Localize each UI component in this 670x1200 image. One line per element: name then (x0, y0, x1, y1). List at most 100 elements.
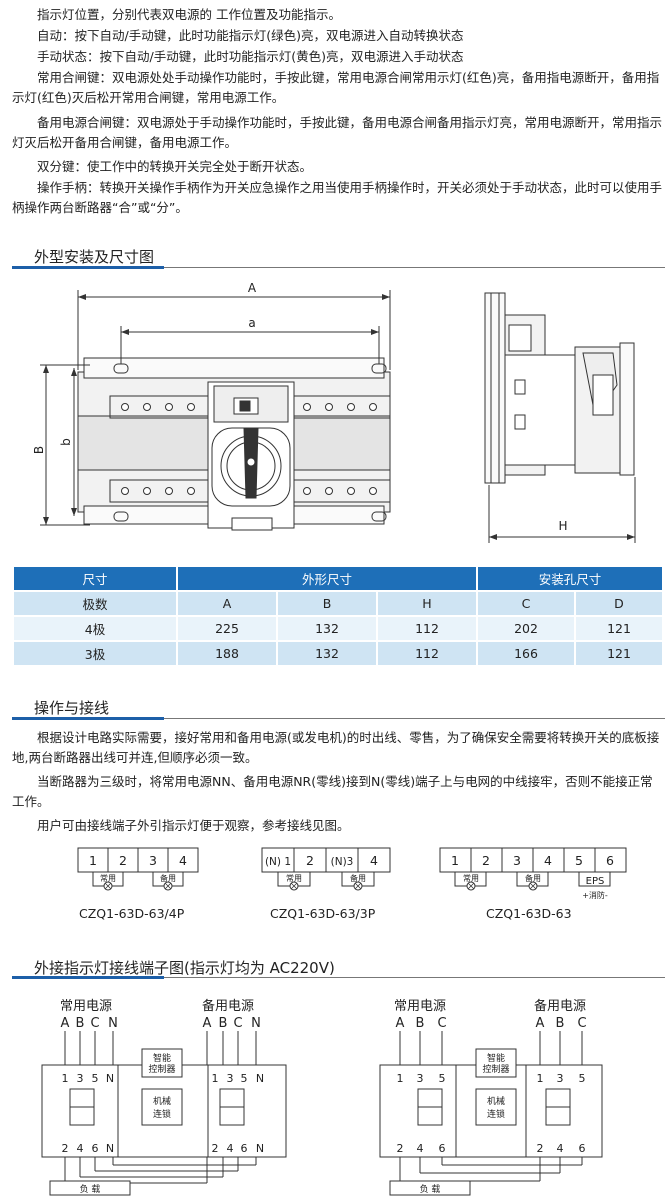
phase-label: C (577, 1016, 586, 1031)
intro-paragraph-6: 双分键：使工作中的转换开关完全处于断开状态。 (12, 159, 313, 174)
terminal-number: 4 (417, 1142, 424, 1155)
terminal-1-cell: 4 (179, 853, 187, 868)
phase-label: B (416, 1016, 425, 1031)
standby-lamp-label: 备用 (160, 873, 176, 883)
phase-label: A (536, 1016, 545, 1031)
intro-paragraph-7: 操作手柄：转换开关操作手柄作为开关应急操作之用当使用手柄操作时，开关必须处于手动… (12, 180, 663, 215)
section-title-operation: 操作与接线 (34, 699, 110, 717)
terminal-number: N (256, 1142, 264, 1155)
terminal-number: 5 (439, 1072, 446, 1085)
intro-paragraph-4: 常用合闸键：双电源处处手动操作功能时，手按此键，常用电源合闸常用示灯(红色)亮，… (12, 70, 660, 105)
table-cell: 225 (177, 615, 278, 641)
section-rule-1 (12, 266, 665, 269)
table-cell: 3极 (14, 640, 178, 665)
terminal-3-cell: 3 (513, 853, 521, 868)
terminal-1-cell: 1 (89, 853, 97, 868)
phase-label: B (219, 1016, 228, 1031)
intro-paragraph-5: 备用电源合闸键：双电源处于手动操作功能时，手按此键，备用电源合闸备用指示灯亮，常… (12, 115, 663, 150)
terminal-3-cell: 2 (482, 853, 490, 868)
mech-interlock-label: 机械 (153, 1095, 171, 1107)
controller-label: 控制器 (482, 1063, 509, 1075)
wiring-diagram-3p: 常用电源 备用电源 A B C A B C 1 3 5 1 3 5 2 4 6 … (379, 998, 603, 1196)
intro-paragraph-3: 手动状态：按下自动/手动键，此时功能指示灯(黄色)亮，双电源进入手动状态 (12, 49, 464, 64)
terminal-number: 5 (241, 1072, 248, 1085)
terminal-2-caption: CZQ1-63D-63/3P (270, 906, 376, 921)
terminal-3-cell: 5 (575, 853, 583, 868)
terminal-number: 4 (557, 1142, 564, 1155)
phase-label: A (203, 1016, 212, 1031)
terminal-3-cell: 4 (544, 853, 552, 868)
terminal-2-cell: (N)3 (331, 856, 354, 868)
table-cell: 132 (277, 640, 378, 665)
table-row: 4极 225 132 112 202 121 (14, 615, 664, 641)
fire-protection-label: +消防- (582, 890, 608, 900)
terminal-number: 6 (579, 1142, 586, 1155)
standby-lamp-label: 备用 (525, 873, 541, 883)
table-col-H: H (377, 590, 478, 616)
mech-interlock-label: 连锁 (153, 1108, 171, 1120)
table-cell: 132 (277, 615, 378, 641)
wiring-paragraph-2: 当断路器为三级时，将常用电源NN、备用电源NR(零线)接到N(零线)端子上与电网… (12, 774, 653, 809)
controller-label: 智能 (153, 1052, 171, 1064)
terminal-2-cell: 2 (306, 853, 314, 868)
table-cell: 121 (575, 640, 664, 665)
table-col-D: D (575, 590, 664, 616)
section-rule-3 (12, 976, 665, 979)
table-col-C: C (477, 590, 576, 616)
table-cell: 166 (477, 640, 576, 665)
load-label: 负 载 (80, 1183, 101, 1195)
standby-lamp-label: 备用 (350, 873, 366, 883)
terminal-number: 6 (92, 1142, 99, 1155)
dim-label-B: B (32, 446, 46, 454)
table-subheader-row: 极数 A B H C D (14, 590, 664, 616)
section-title-dimensions: 外型安装及尺寸图 (34, 248, 155, 266)
terminal-diagrams: 1 2 3 4 (N) 1 2 (N)3 4 1 2 3 4 5 6 常用 备用… (77, 847, 627, 900)
standby-source-label: 备用电源 (534, 998, 586, 1014)
wiring-diagram-4p: 常用电源 备用电源 A B C N A B C N 1 3 5 N 1 3 5 … (41, 998, 287, 1196)
dim-label-H: H (558, 519, 567, 533)
phase-label: C (437, 1016, 446, 1031)
terminal-number: 1 (212, 1072, 219, 1085)
table-col-poles: 极数 (14, 590, 178, 616)
mech-interlock-label: 机械 (487, 1095, 505, 1107)
terminal-2-cell: 4 (370, 853, 378, 868)
dim-label-b: b (59, 438, 73, 446)
table-cell: 188 (177, 640, 278, 665)
table-cell: 112 (377, 640, 478, 665)
intro-paragraph-2: 自动：按下自动/手动键，此时功能指示灯(绿色)亮，双电源进入自动转换状态 (12, 28, 464, 43)
wiring-paragraph-3: 用户可由接线端子外引指示灯便于观察，参考接线见图。 (12, 818, 350, 833)
load-label: 负 载 (420, 1183, 441, 1195)
terminal-number: 2 (212, 1142, 219, 1155)
table-header-size: 尺寸 (14, 567, 178, 591)
terminal-number: 5 (579, 1072, 586, 1085)
terminal-number: 3 (557, 1072, 564, 1085)
table-col-A: A (177, 590, 278, 616)
phase-label: N (251, 1016, 261, 1031)
table-header-outline: 外形尺寸 (177, 567, 478, 591)
phase-label: B (556, 1016, 565, 1031)
terminal-number: 2 (62, 1142, 69, 1155)
terminal-number: 2 (537, 1142, 544, 1155)
table-cell: 121 (575, 615, 664, 641)
terminal-number: 6 (439, 1142, 446, 1155)
normal-source-label: 常用电源 (60, 999, 112, 1014)
dimension-table: 尺寸 外形尺寸 安装孔尺寸 极数 A B H C D 4极 225 132 11… (14, 567, 664, 665)
terminal-number: N (256, 1072, 264, 1085)
section-title-indicator-wiring: 外接指示灯接线端子图(指示灯均为 AC220V) (34, 959, 335, 977)
normal-lamp-label: 常用 (463, 874, 479, 883)
phase-label: A (61, 1016, 70, 1031)
terminal-number: 3 (77, 1072, 84, 1085)
terminal-1-cell: 2 (119, 853, 127, 868)
normal-lamp-label: 常用 (100, 874, 116, 883)
terminal-number: 4 (227, 1142, 234, 1155)
table-header-mount: 安装孔尺寸 (477, 567, 664, 591)
terminal-3-caption: CZQ1-63D-63 (486, 906, 572, 921)
terminal-3-cell: 1 (451, 853, 459, 868)
terminal-number: 1 (537, 1072, 544, 1085)
terminal-number: 4 (77, 1142, 84, 1155)
terminal-1-cell: 3 (149, 853, 157, 868)
controller-label: 控制器 (148, 1063, 175, 1075)
terminal-number: 3 (227, 1072, 234, 1085)
table-cell: 202 (477, 615, 576, 641)
dim-label-A: A (248, 281, 257, 295)
